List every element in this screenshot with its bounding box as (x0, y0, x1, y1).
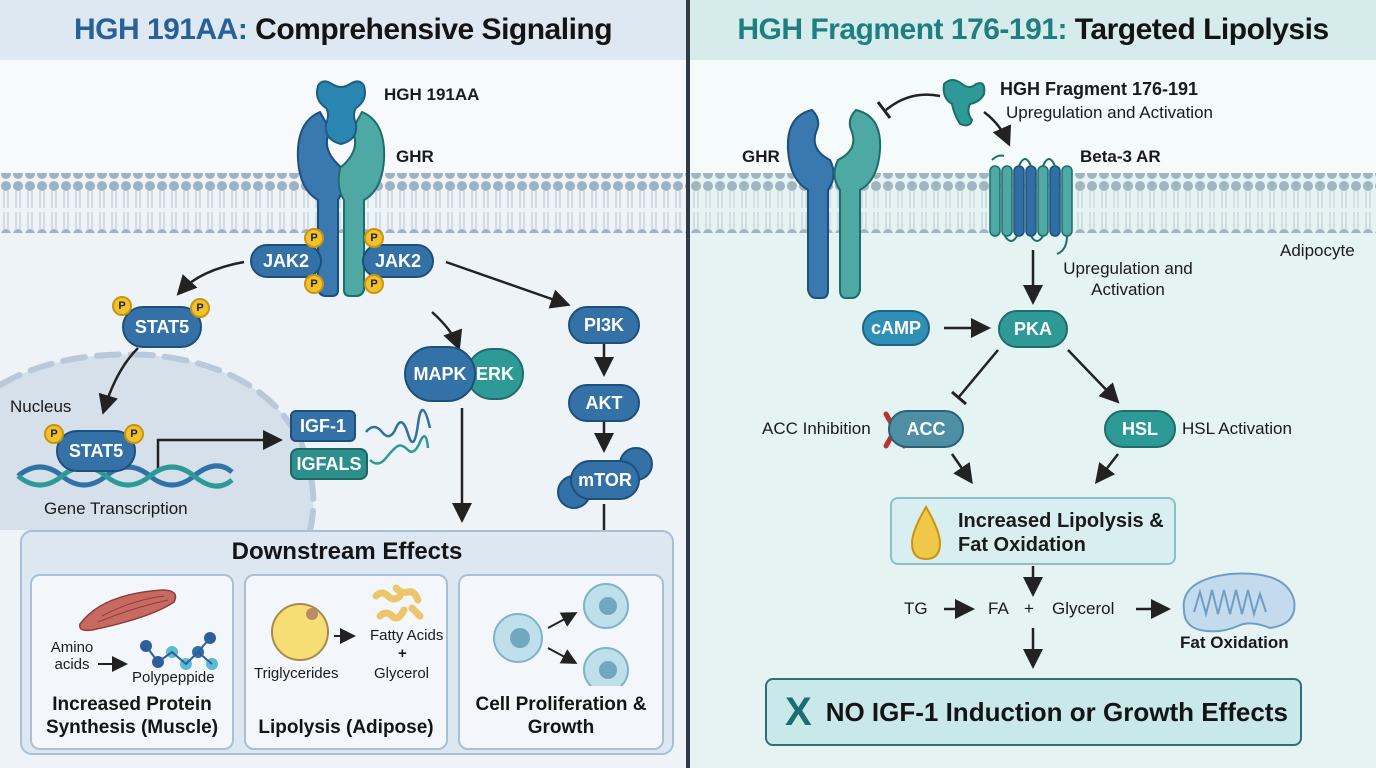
title-accent: HGH Fragment 176-191: (737, 13, 1067, 46)
igfals-peptide (369, 435, 430, 465)
downstream-effects-title: Downstream Effects (231, 538, 463, 565)
gene-transcription-label: Gene Transcription (44, 499, 188, 518)
fragment-sub-label: Upregulation and Activation (1006, 103, 1213, 122)
lipolysis-result-text: Increased Lipolysis & Fat Oxidation (958, 510, 1164, 556)
beta3-ar-receptor (989, 154, 1073, 255)
arrow-transcription-igf1 (156, 430, 283, 470)
effect-caption: Increased Protein Synthesis (Muscle) (45, 694, 219, 739)
pka-node: PKA (998, 310, 1068, 348)
ghr-right-subunit (337, 110, 386, 297)
triglycerides-label: Triglycerides (254, 665, 339, 682)
arrow-jak-mapk (431, 311, 463, 351)
inhibit-bar-ghr (876, 101, 892, 119)
effect-card-lipolysis: Fatty Acids + Glycerol Triglycerides Lip… (244, 574, 448, 750)
mitochondrion-icon (1182, 572, 1296, 633)
mapk-node: MAPK (404, 346, 476, 402)
right-panel-hgh-fragment: HGH Fragment 176-191: Targeted Lipolysis (690, 0, 1376, 768)
akt-node: AKT (568, 384, 640, 422)
arrow-fragment-beta3 (983, 111, 1012, 147)
muscle-icon (79, 589, 218, 672)
hsl-activation-label: HSL Activation (1182, 419, 1292, 438)
hsl-node: HSL (1104, 410, 1176, 448)
hgh-ligand (316, 80, 366, 146)
phospho-marker: P (190, 298, 210, 318)
no-growth-effects-box: X NO IGF-1 Induction or Growth Effects (765, 678, 1302, 746)
arrow-hsl-lipolysis (1094, 453, 1119, 484)
inhibit-line-acc (957, 349, 999, 399)
arrow-acc-lipolysis (950, 453, 973, 485)
nucleus-label: Nucleus (10, 397, 72, 416)
effect-caption: Lipolysis (Adipose) (258, 717, 434, 739)
arrow-jak-stat5 (176, 260, 245, 296)
ghr-right-subunit (833, 108, 882, 299)
phospho-marker: P (304, 228, 324, 248)
fa-label: FA (988, 599, 1009, 618)
jak2-right-node: JAK2 (362, 244, 434, 278)
acc-inhibition-label: ACC Inhibition (762, 419, 871, 438)
phospho-marker: P (364, 274, 384, 294)
igfals-box: IGFALS (290, 448, 368, 480)
beta3-ar-label: Beta-3 AR (1080, 147, 1161, 166)
ghr-label: GHR (396, 147, 434, 166)
amino-acids-label: Amino acids (50, 639, 94, 673)
right-diagram-graphics (690, 79, 1376, 669)
effect-card-cell-proliferation: Cell Proliferation & Growth (458, 574, 664, 750)
dna-strand-2 (16, 464, 234, 489)
hgh-ligand-label: HGH 191AA (384, 85, 480, 104)
jak2-left-node: JAK2 (250, 244, 322, 278)
inhibit-bar-acc (951, 390, 967, 406)
igf1-box: IGF-1 (290, 410, 356, 442)
phospho-marker: P (124, 424, 144, 444)
camp-node: cAMP (862, 310, 930, 346)
phospho-marker: P (44, 424, 64, 444)
no-effects-x-icon: X (785, 689, 812, 734)
left-panel-hgh-191aa: HGH 191AA: Comprehensive Signaling (0, 0, 686, 768)
tg-label: TG (904, 599, 928, 618)
glycerol-label: Glycerol (1052, 599, 1115, 618)
phospho-marker: P (112, 296, 132, 316)
ghr-label: GHR (742, 147, 780, 166)
stat5-cytoplasm-node: STAT5 (122, 306, 202, 348)
effect-caption: Cell Proliferation & Growth (475, 694, 647, 739)
arrow-pka-hsl (1067, 349, 1120, 404)
upregulation-label: Upregulation and Activation (1063, 259, 1193, 300)
polypeptide-label: Polypeppide (132, 669, 215, 686)
pi3k-node: PI3K (568, 306, 640, 344)
cell-division-icon (493, 583, 629, 686)
downstream-effects-panel: Downstream Effects Amino acids Polypeppi… (20, 530, 674, 755)
fat-oxidation-label: Fat Oxidation (1180, 633, 1289, 652)
fat-droplet-icon (910, 505, 942, 561)
igf1-peptide (365, 408, 432, 444)
right-panel-title: HGH Fragment 176-191: Targeted Lipolysis (690, 0, 1376, 60)
adipocyte-icon (271, 584, 424, 661)
phospho-marker: P (364, 228, 384, 248)
stat5-nucleus-node: STAT5 (56, 430, 136, 472)
effect-card-protein-synthesis: Amino acids Polypeppide Increased Protei… (30, 574, 234, 750)
plus-sign: + (398, 645, 407, 662)
title-rest: Comprehensive Signaling (247, 13, 613, 46)
arrow-jak-pi3k (445, 260, 571, 309)
acc-node: ACC (888, 410, 964, 448)
fatty-acids-label: Fatty Acids (370, 627, 444, 644)
mtor-node: mTOR (570, 460, 640, 500)
phospho-marker: P (304, 274, 324, 294)
lipolysis-result-box: Increased Lipolysis & Fat Oxidation (890, 497, 1176, 565)
no-growth-effects-text: NO IGF-1 Induction or Growth Effects (825, 696, 1288, 727)
left-diagram-graphics (0, 80, 686, 567)
hgh-fragment-molecule (942, 79, 986, 127)
plus-sign: + (1024, 599, 1034, 618)
glycerol-label: Glycerol (374, 665, 430, 682)
ghr-left-subunit (786, 108, 835, 299)
fragment-label: HGH Fragment 176-191 (1000, 79, 1199, 99)
left-panel-title: HGH 191AA: Comprehensive Signaling (0, 0, 686, 60)
inhibit-line-ghr (885, 93, 941, 111)
panel-divider (686, 0, 690, 768)
title-accent: HGH 191AA: (73, 13, 248, 46)
adipocyte-label: Adipocyte (1280, 241, 1355, 260)
title-rest: Targeted Lipolysis (1066, 13, 1329, 46)
arrow-stat5-nucleus (98, 347, 139, 415)
